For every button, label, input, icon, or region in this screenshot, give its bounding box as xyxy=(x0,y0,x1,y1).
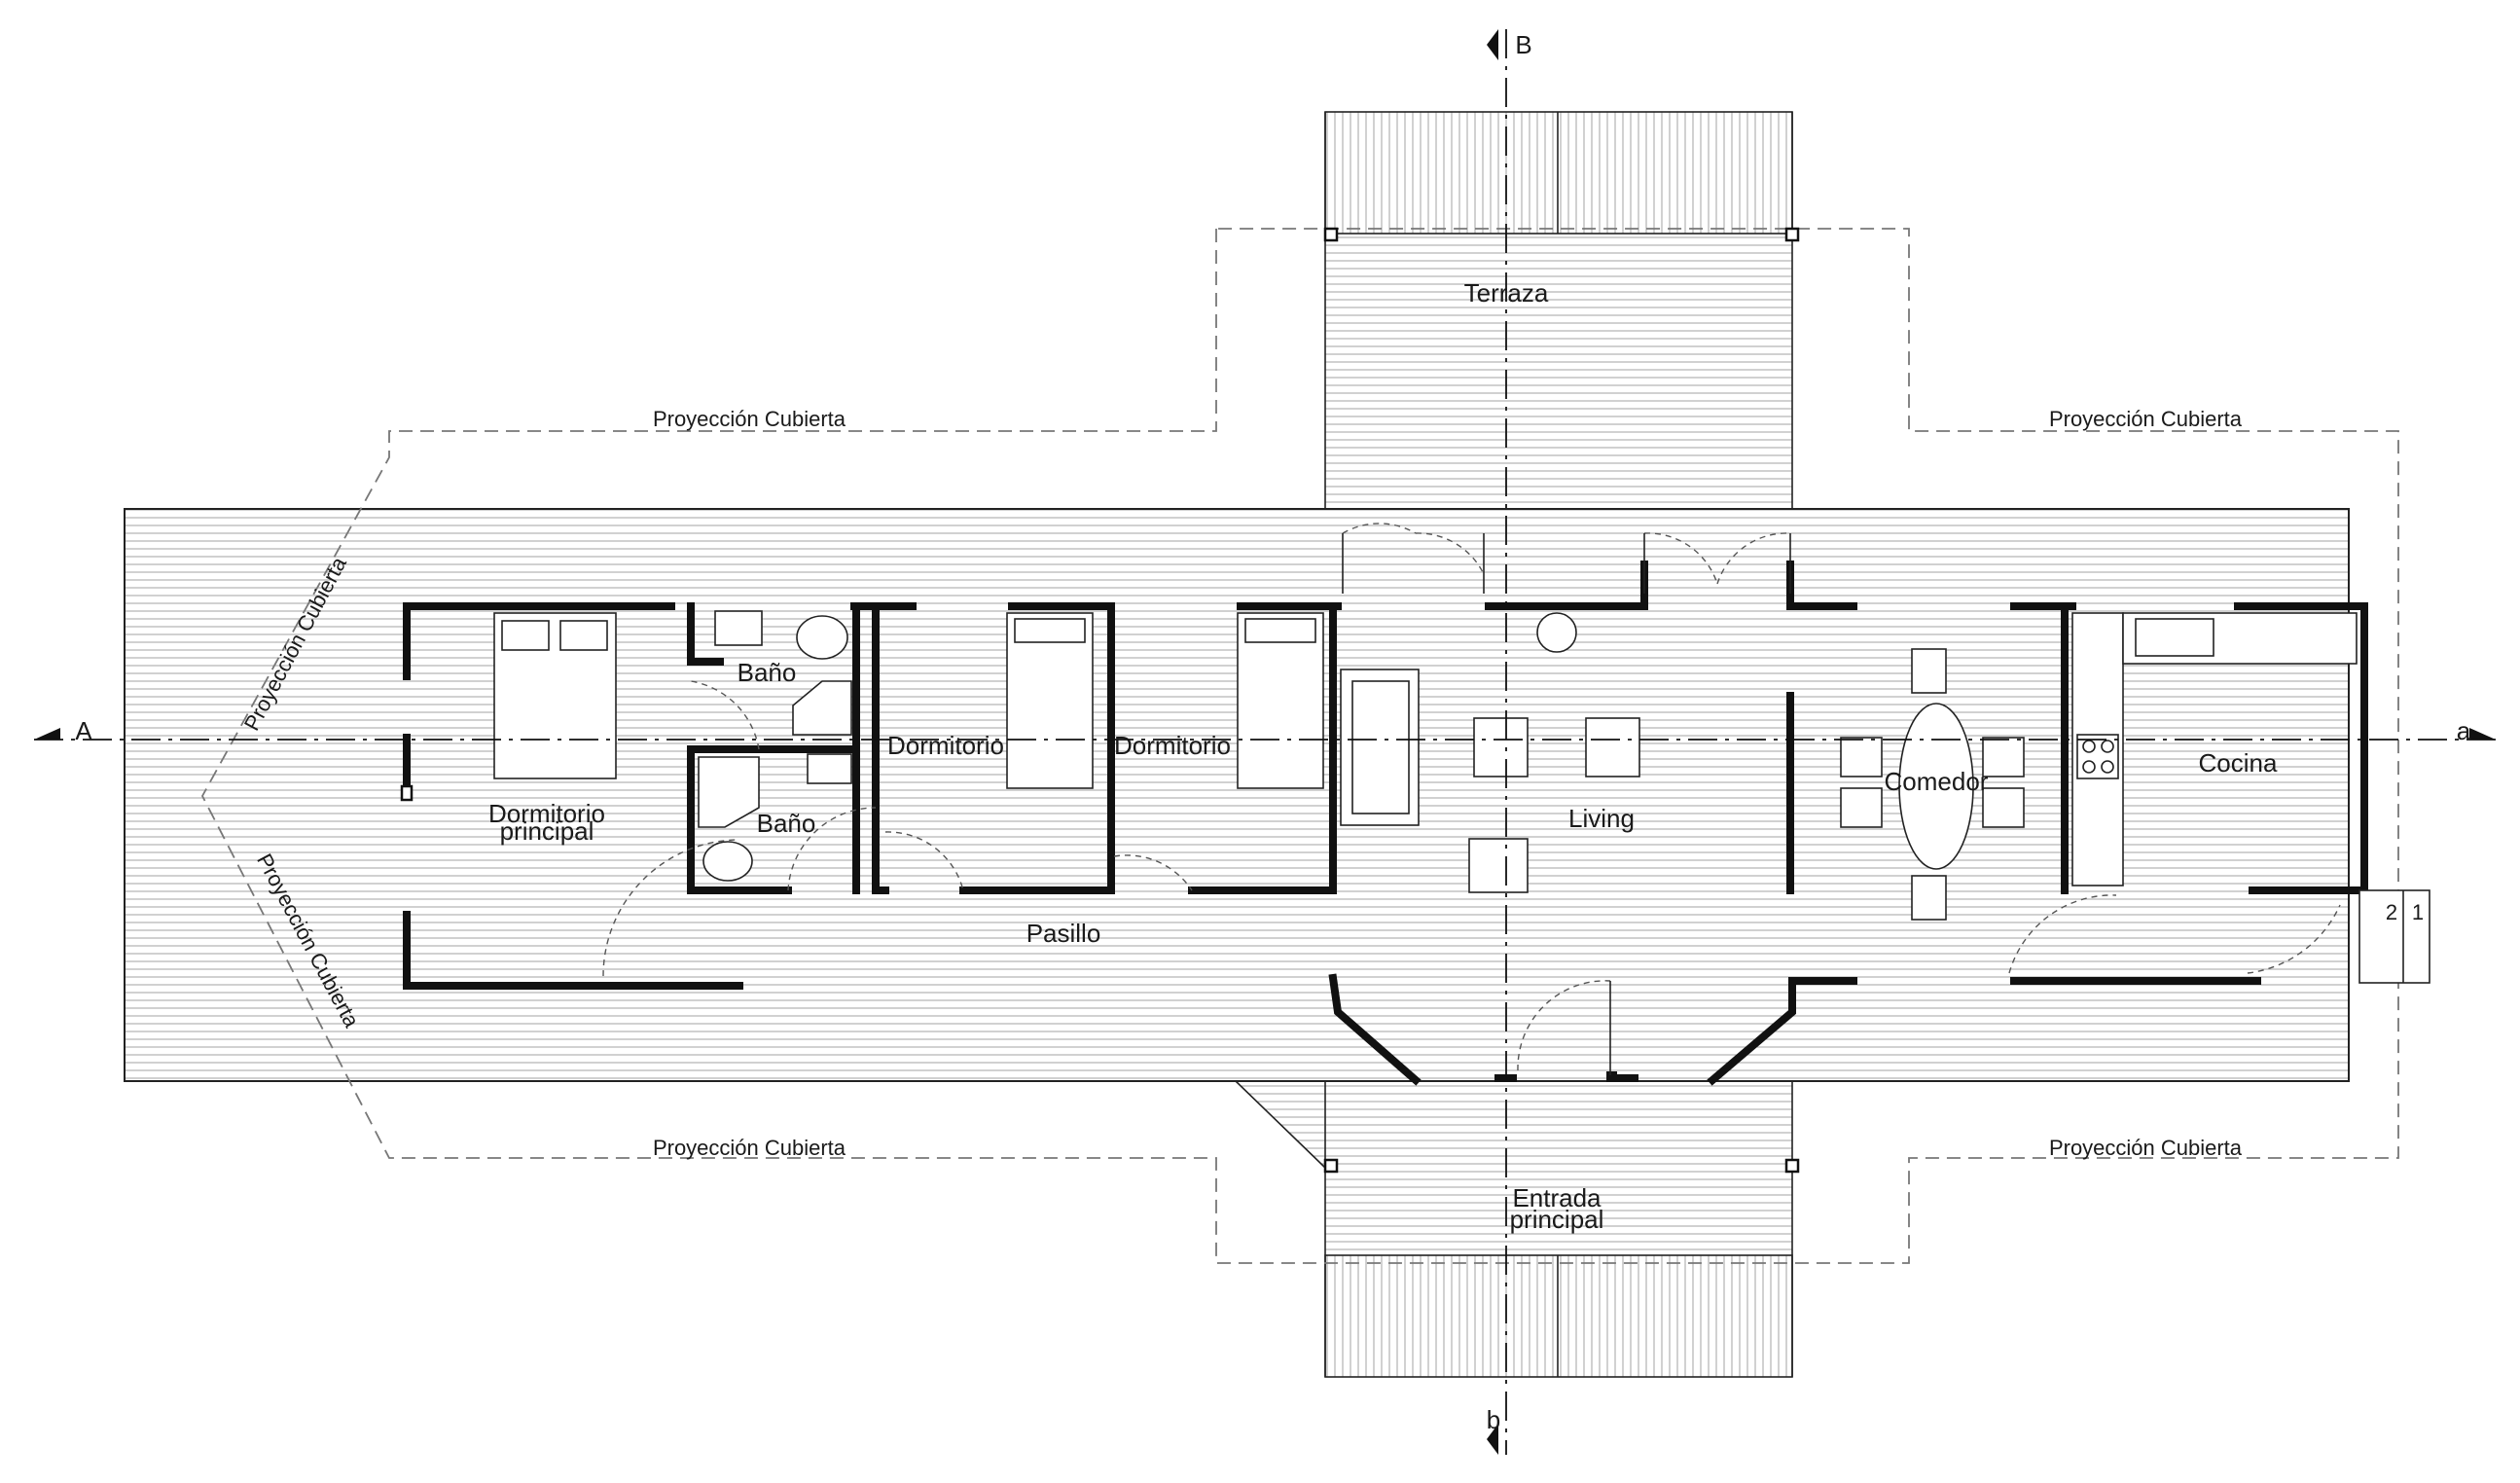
label-bano-top: Baño xyxy=(738,658,797,687)
roof-projection-outline xyxy=(200,228,2399,1264)
armchair-1 xyxy=(1585,717,1640,778)
label-cocina: Cocina xyxy=(2199,748,2278,778)
label-entrada-1: Entrada xyxy=(1512,1183,1602,1212)
posts xyxy=(400,227,1800,1174)
cooktop xyxy=(2076,734,2119,779)
label-roof-bottom-right: Proyección Cubierta xyxy=(2049,1136,2243,1160)
label-dormitorio-1: Dormitorio xyxy=(887,731,1004,760)
label-dormitorio-2: Dormitorio xyxy=(1114,731,1231,760)
label-step-2: 2 xyxy=(2386,900,2397,924)
shower-bottom xyxy=(698,756,760,828)
side-table xyxy=(1473,717,1529,778)
section-axes xyxy=(34,29,2496,1455)
label-section-b: b xyxy=(1487,1405,1500,1434)
label-bano-bottom: Baño xyxy=(757,809,816,838)
interior-walls xyxy=(687,602,2069,894)
label-roof-bottom-left: Proyección Cubierta xyxy=(653,1136,846,1160)
shower-top xyxy=(792,680,852,736)
label-comedor: Comedor xyxy=(1885,767,1989,796)
label-dormitorio-principal-2: principal xyxy=(500,816,594,846)
toilet-top xyxy=(796,615,848,660)
sink-top xyxy=(714,610,763,646)
label-entrada-2: principal xyxy=(1510,1205,1604,1234)
sink-bottom xyxy=(807,753,852,784)
armchair-2 xyxy=(1468,838,1529,893)
section-arrow-B xyxy=(1487,29,1498,60)
label-section-A: A xyxy=(75,716,92,745)
kitchen-sink xyxy=(2135,618,2214,657)
steps xyxy=(2358,889,2430,984)
door-swings xyxy=(602,523,2341,1075)
label-section-a: a xyxy=(2457,716,2471,745)
label-pasillo: Pasillo xyxy=(1026,919,1101,948)
stove-round xyxy=(1536,612,1577,653)
dining-table xyxy=(1898,703,1974,870)
label-roof-top-right: Proyección Cubierta xyxy=(2049,407,2243,431)
label-terraza: Terraza xyxy=(1464,278,1549,307)
label-living: Living xyxy=(1568,804,1635,833)
section-arrow-a xyxy=(2469,728,2496,740)
label-section-B: B xyxy=(1515,30,1531,59)
toilet-bottom xyxy=(702,841,753,882)
label-dormitorio-principal-1: Dormitorio xyxy=(488,799,605,828)
label-step-1: 1 xyxy=(2412,900,2424,924)
section-arrow-b xyxy=(1487,1424,1498,1455)
section-arrow-A xyxy=(34,728,60,740)
label-roof-top-left: Proyección Cubierta xyxy=(653,407,846,431)
furniture xyxy=(493,610,2430,984)
